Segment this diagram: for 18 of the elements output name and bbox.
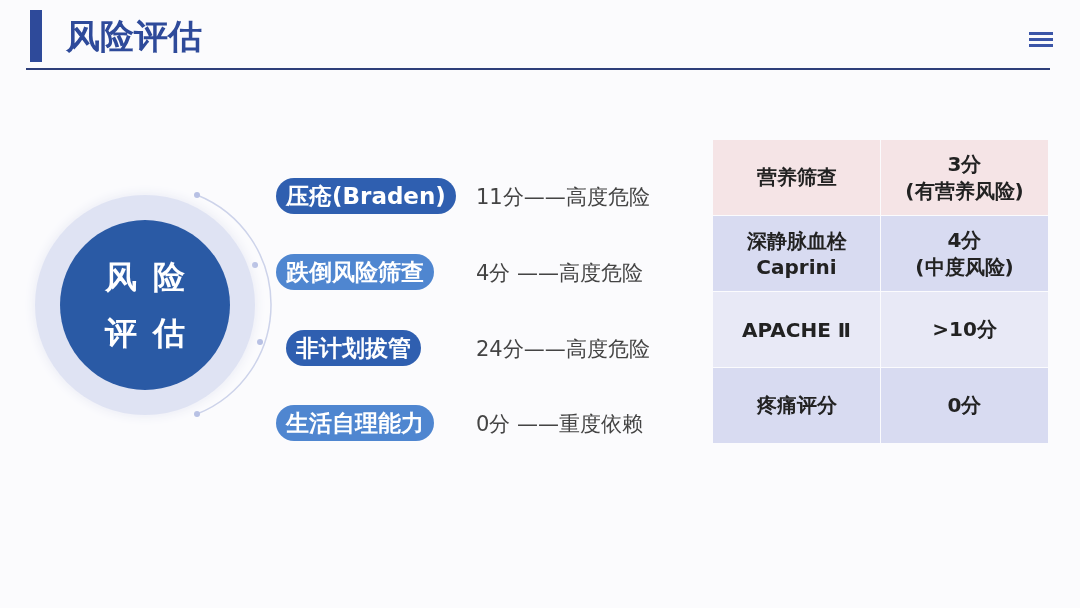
table-cell: 4分 (中度风险) xyxy=(881,216,1048,291)
table-header-cell: 深静脉血栓 Caprini xyxy=(713,216,880,291)
category-pill: 跌倒风险筛查 xyxy=(276,254,434,290)
table-cell: 3分 (有营养风险) xyxy=(881,140,1048,215)
table-cell: 0分 xyxy=(881,368,1048,443)
circle-label: 风险评估 xyxy=(103,257,201,354)
score-text: 11分——高度危险 xyxy=(476,184,650,211)
score-text: 24分——高度危险 xyxy=(476,336,650,363)
table-cell: >10分 xyxy=(881,292,1048,367)
table-header-cell: 营养筛查 xyxy=(713,140,880,215)
score-text: 4分 ——高度危险 xyxy=(476,260,644,287)
category-pill: 生活自理能力 xyxy=(276,405,434,441)
table-header-cell: APACHE Ⅱ xyxy=(713,292,880,367)
slide-title: 风险评估 xyxy=(66,15,202,58)
table-header-cell: 疼痛评分 xyxy=(713,368,880,443)
score-text: 0分 ——重度依赖 xyxy=(476,411,644,438)
category-pill: 压疮(Braden) xyxy=(276,178,456,214)
category-pill: 非计划拔管 xyxy=(286,330,421,366)
